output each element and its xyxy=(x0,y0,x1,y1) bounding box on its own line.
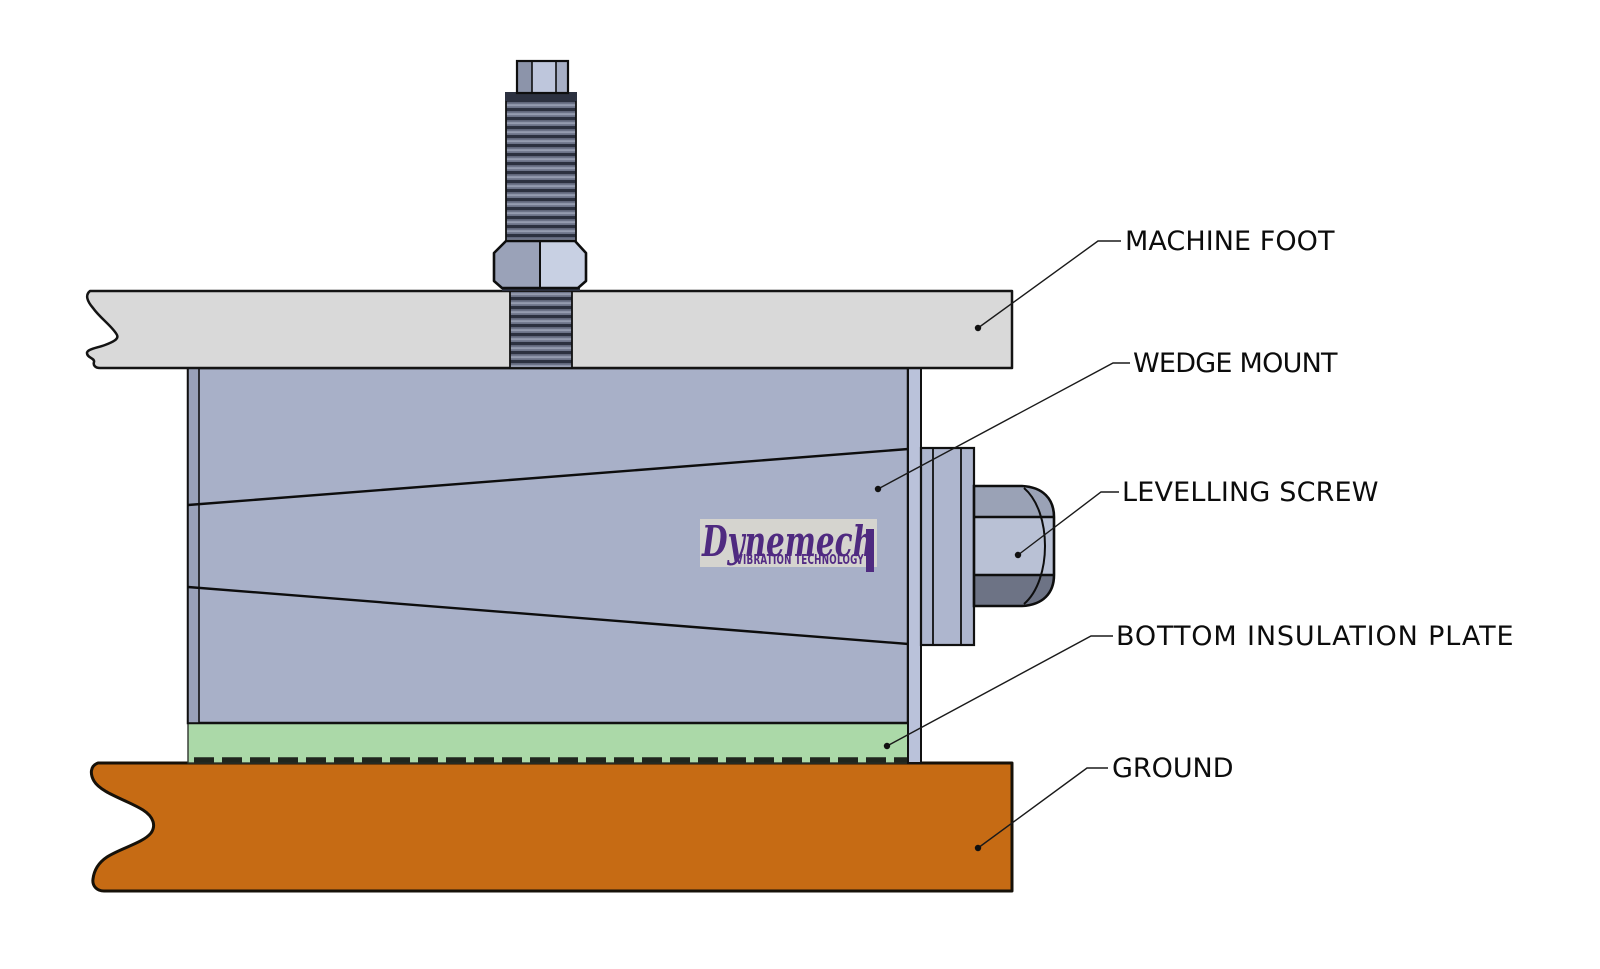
screw-head-top-band xyxy=(974,486,1054,517)
leader-dot-ground xyxy=(974,844,982,852)
leader-wedge-mount xyxy=(877,362,1130,490)
logo-h-descender xyxy=(866,529,874,572)
screw-head-nose-arc xyxy=(1023,487,1046,605)
wedge-diagonal-lower xyxy=(187,585,922,647)
levelling-screw-head xyxy=(972,484,1056,608)
anchor-nut xyxy=(492,239,588,290)
logo-background xyxy=(700,519,877,567)
leader-dot-bottom-insulation-plate xyxy=(883,742,891,750)
wedge-diagonal-upper xyxy=(187,446,922,507)
anchor-nut-left-facet xyxy=(494,241,540,288)
label-machine-foot: MACHINE FOOT xyxy=(1125,226,1335,257)
anchor-rod-upper xyxy=(505,92,577,242)
callout-labels: MACHINE FOOT WEDGE MOUNT LEVELLING SCREW… xyxy=(1112,226,1514,784)
bolt-head-right-facet xyxy=(556,61,568,93)
leader-dot-machine-foot xyxy=(974,324,982,332)
leader-dot-wedge-mount xyxy=(874,485,882,493)
bolt-head-mid-facet xyxy=(532,61,556,93)
wedge-mount-left-plate xyxy=(187,367,200,724)
ground-slab xyxy=(89,761,1014,893)
leader-levelling-screw xyxy=(1017,491,1119,556)
label-bottom-insulation-plate: BOTTOM INSULATION PLATE xyxy=(1116,621,1514,652)
label-levelling-screw: LEVELLING SCREW xyxy=(1122,477,1379,508)
screw-head-bottom-band xyxy=(974,575,1054,606)
dynemech-logo: Dynemech VIBRATION TECHNOLOGY xyxy=(700,517,877,572)
screw-head-mid-band xyxy=(974,517,1054,575)
levelling-screw-boss xyxy=(919,446,976,647)
leader-bottom-insulation-plate xyxy=(886,635,1113,747)
label-ground: GROUND xyxy=(1112,753,1234,784)
callout-leaders xyxy=(874,240,1130,852)
leader-machine-foot xyxy=(977,240,1121,329)
leader-ground xyxy=(977,767,1108,849)
anchor-nut-outline xyxy=(492,239,588,290)
bolt-head-left-facet xyxy=(517,61,532,93)
logo-tagline-text: VIBRATION TECHNOLOGY xyxy=(736,553,864,568)
leader-dot-levelling-screw xyxy=(1014,551,1022,559)
anchor-rod-top-cap xyxy=(505,92,577,101)
bolt-head-outline xyxy=(515,59,570,95)
bottom-insulation-plate xyxy=(187,722,922,764)
anchor-rod-through-plate xyxy=(509,290,573,369)
anchor-nut-right-facet xyxy=(540,241,586,288)
logo-brand-text: Dynemech xyxy=(701,517,874,566)
wedge-mount-right-plate xyxy=(907,367,922,764)
label-wedge-mount: WEDGE MOUNT xyxy=(1133,348,1338,379)
bolt-hex-head xyxy=(515,59,570,95)
